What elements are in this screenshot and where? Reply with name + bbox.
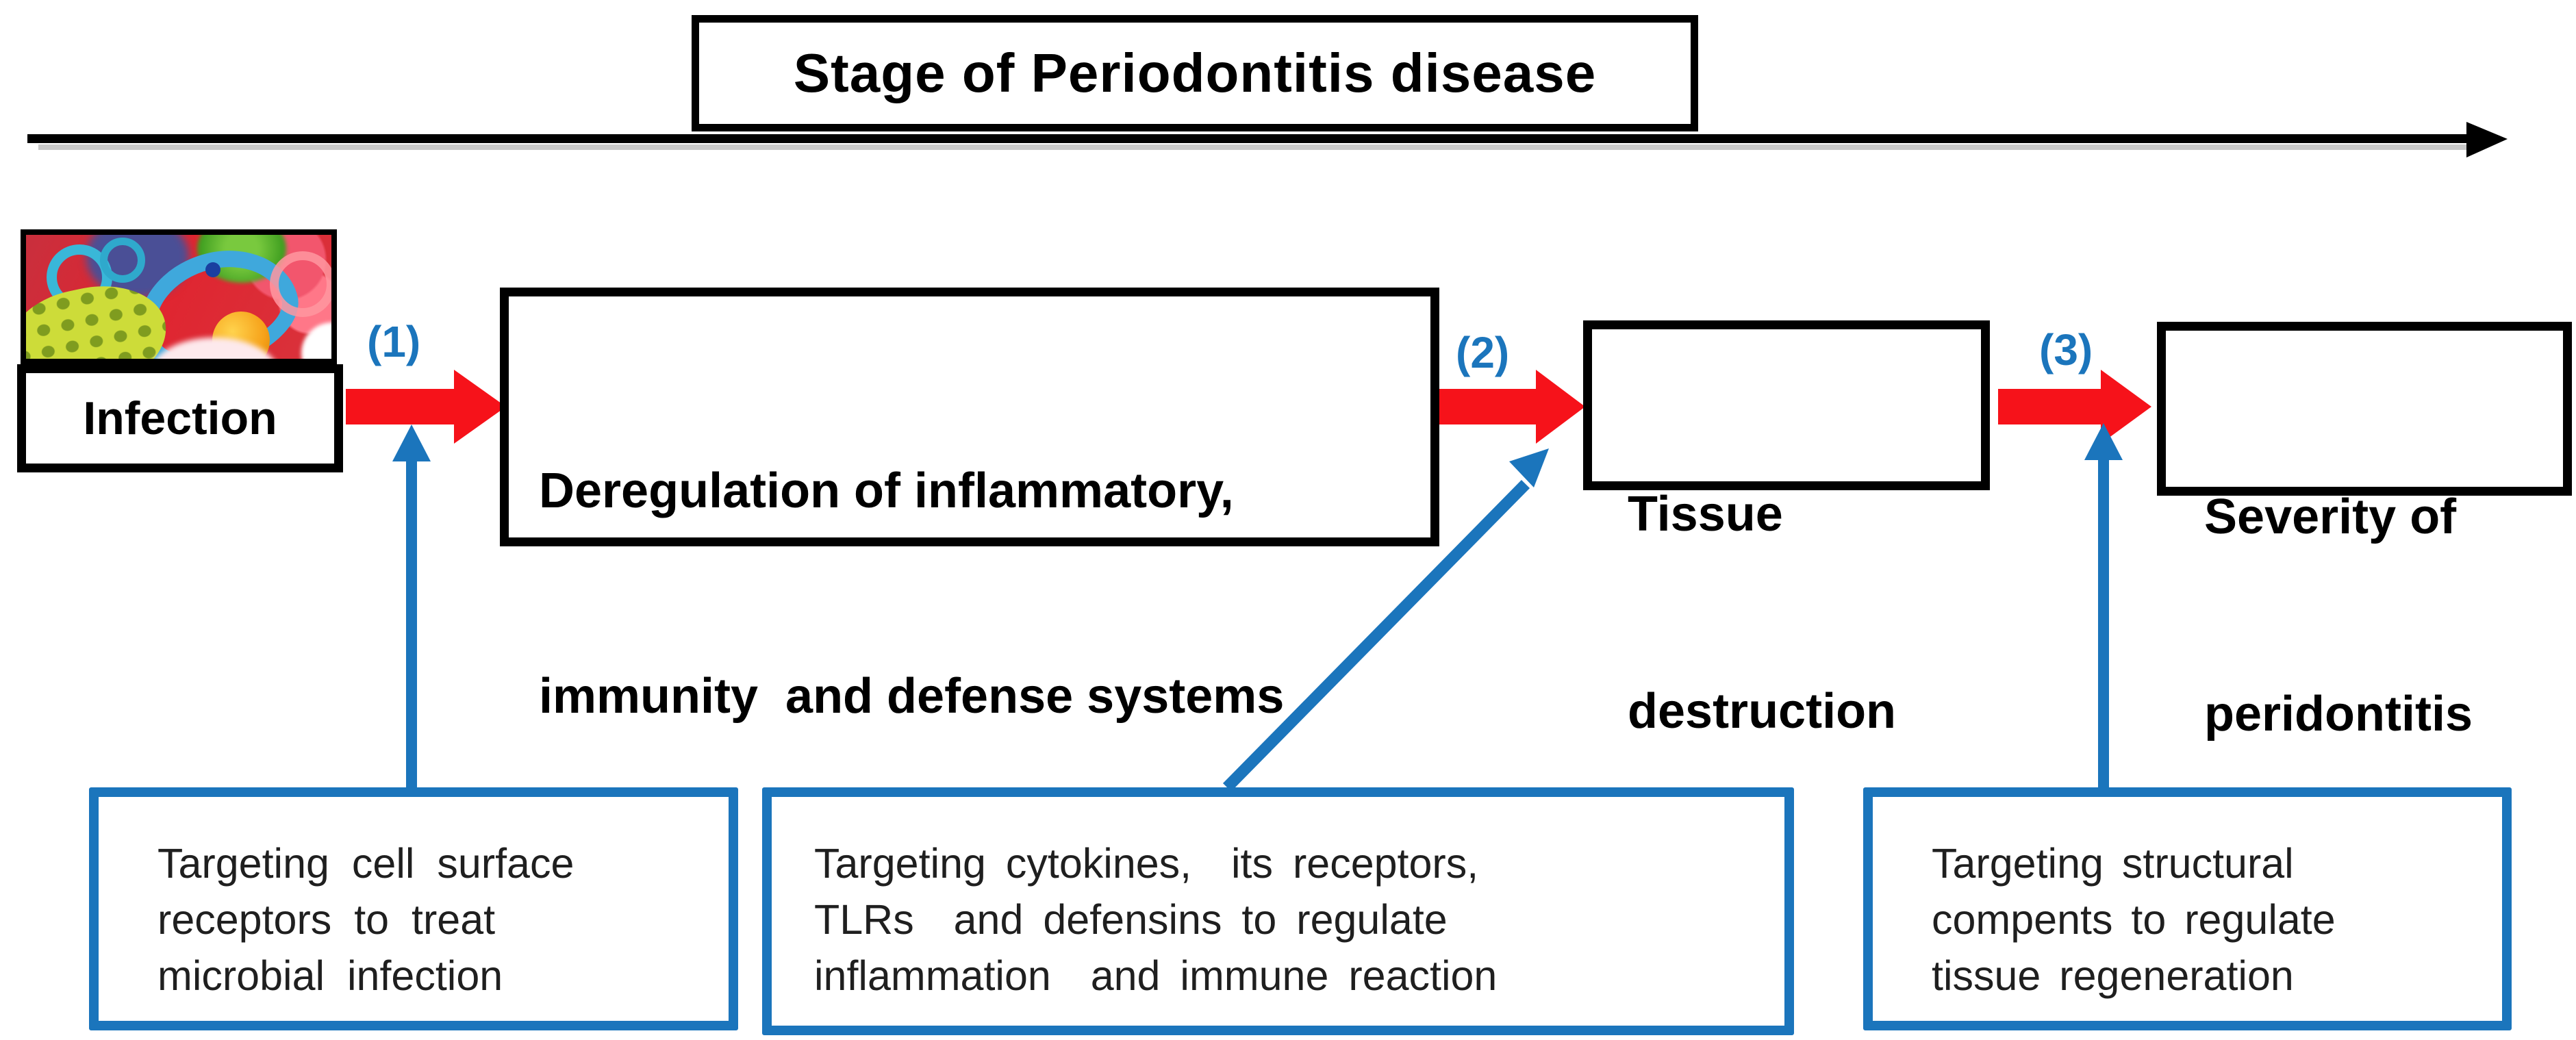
step-label-2: (2) xyxy=(1456,328,1510,377)
stage-axis-arrowhead xyxy=(2466,122,2508,157)
infection-box: Infection xyxy=(17,364,343,472)
pink-ring-microbe xyxy=(270,251,331,317)
intervention-box-3: Targeting structural compents to regulat… xyxy=(1863,787,2512,1030)
deregulation-line-1: Deregulation of inflammatory, xyxy=(539,464,1234,518)
stage-title-box: Stage of Periodontitis disease xyxy=(692,15,1698,131)
flow-arrow-1-body xyxy=(346,389,455,424)
flow-arrow-2 xyxy=(1438,370,1585,444)
intervention-arrow-2-head xyxy=(1509,448,1549,487)
flow-arrow-2-body xyxy=(1438,389,1537,424)
small-teal-ring-microbe xyxy=(100,238,145,283)
tissue-line-2: destruction xyxy=(1628,684,1897,739)
flow-arrow-3-head xyxy=(2101,370,2151,444)
flow-arrow-3 xyxy=(1998,370,2151,444)
intervention-arrow-2-body xyxy=(1222,480,1530,791)
intervention-3-line-3: tissue regeneration xyxy=(1932,952,2294,999)
intervention-arrow-1-head xyxy=(392,424,431,461)
intervention-arrow-3-head xyxy=(2084,423,2123,460)
infection-label: Infection xyxy=(83,392,277,444)
microbes-illustration xyxy=(21,229,337,364)
intervention-1-line-3: microbial infection xyxy=(157,952,503,999)
stage-axis-shadow xyxy=(38,144,2471,150)
step-label-1: (1) xyxy=(367,317,421,366)
tissue-line-1: Tissue xyxy=(1628,487,1783,542)
severity-box: Severity of peridontitis xyxy=(2157,322,2572,741)
intervention-1-line-1: Targeting cell surface xyxy=(157,840,574,887)
deregulation-box: Deregulation of inflammatory, immunity a… xyxy=(500,288,1439,724)
blue-bacterium-dot xyxy=(205,262,220,277)
intervention-arrow-1 xyxy=(392,424,431,790)
intervention-box-2: Targeting cytokines, its receptors, TLRs… xyxy=(762,787,1794,1035)
intervention-arrow-1-body xyxy=(406,453,417,790)
flow-arrow-1-head xyxy=(454,370,506,444)
stage-axis-line xyxy=(27,134,2469,143)
flow-arrow-2-head xyxy=(1536,370,1585,444)
intervention-3-line-2: compents to regulate xyxy=(1932,896,2336,943)
white-corner-blob xyxy=(301,322,331,359)
stage-title: Stage of Periodontitis disease xyxy=(793,42,1597,103)
intervention-arrow-3 xyxy=(2084,423,2123,790)
intervention-arrow-2 xyxy=(1222,448,1549,791)
intervention-2-line-1: Targeting cytokines, its receptors, xyxy=(814,840,1479,887)
intervention-arrow-3-body xyxy=(2098,452,2109,790)
intervention-box-1: Targeting cell surface receptors to trea… xyxy=(89,787,738,1030)
step-label-3: (3) xyxy=(2039,325,2093,375)
intervention-2-line-2: TLRs and defensins to regulate xyxy=(814,896,1448,943)
flow-arrow-3-body xyxy=(1998,389,2102,424)
tissue-destruction-box: Tissue destruction xyxy=(1583,320,1990,739)
flow-arrow-1 xyxy=(346,370,506,444)
intervention-2-line-3: inflammation and immune reaction xyxy=(814,952,1498,999)
severity-line-2: peridontitis xyxy=(2204,687,2473,741)
severity-line-1: Severity of xyxy=(2204,490,2457,544)
deregulation-line-2: immunity and defense systems xyxy=(539,669,1285,724)
intervention-1-line-2: receptors to treat xyxy=(157,896,496,943)
intervention-3-line-1: Targeting structural xyxy=(1932,840,2294,887)
